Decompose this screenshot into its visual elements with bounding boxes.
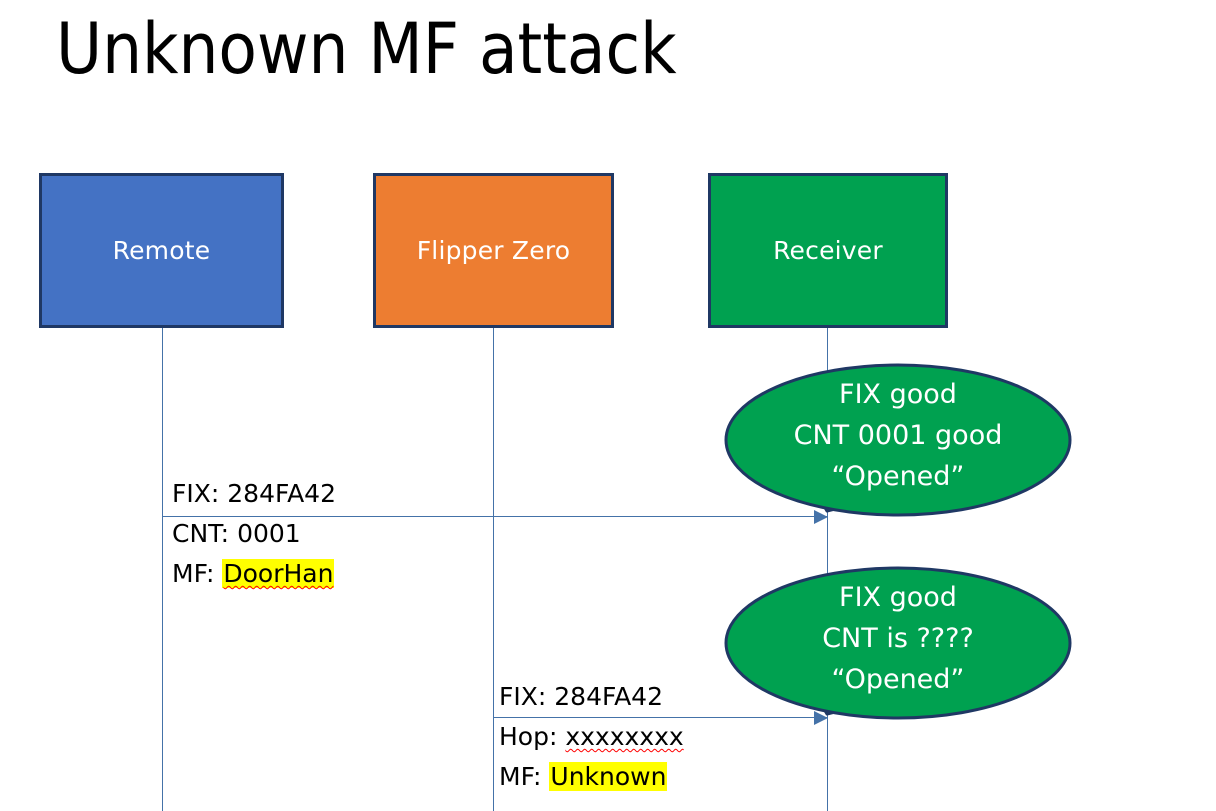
message-2-line-3-value: Unknown — [549, 762, 668, 791]
lifeline-flipper — [493, 328, 494, 811]
actor-box-receiver[interactable]: Receiver — [708, 173, 948, 328]
message-2-line-2: Hop: xxxxxxxx — [499, 717, 684, 757]
message-arrow-2-shaft — [494, 717, 827, 718]
actor-label-flipper: Flipper Zero — [416, 236, 571, 265]
message-1-line-3-value: DoorHan — [222, 559, 335, 588]
message-2-line-2-value: xxxxxxxx — [565, 722, 684, 751]
message-2-line-2-label: Hop: — [499, 722, 558, 751]
message-arrow-1 — [163, 510, 828, 524]
message-1-line-2: CNT: 0001 — [172, 514, 336, 554]
message-1-line-3: MF: DoorHan — [172, 554, 336, 594]
actor-label-receiver: Receiver — [773, 236, 883, 265]
message-2-line-3: MF: Unknown — [499, 757, 684, 797]
message-1-line-1-label: FIX: — [172, 479, 220, 508]
message-2-line-3-label: MF: — [499, 762, 542, 791]
actor-box-flipper[interactable]: Flipper Zero — [373, 173, 614, 328]
message-arrow-2 — [494, 711, 828, 725]
message-2-line-1-label: FIX: — [499, 682, 547, 711]
message-arrow-2-head — [814, 711, 828, 725]
message-1-line-1: FIX: 284FA42 — [172, 474, 336, 514]
message-1-line-3-label: MF: — [172, 559, 215, 588]
speech-bubble-2-shape — [724, 566, 1072, 720]
message-1-line-2-value: 0001 — [237, 519, 301, 548]
actor-box-remote[interactable]: Remote — [39, 173, 284, 328]
page-title: Unknown MF attack — [56, 8, 677, 90]
speech-bubble-1[interactable]: FIX good CNT 0001 good “Opened” — [724, 363, 1072, 518]
message-1-line-2-label: CNT: — [172, 519, 230, 548]
speech-bubble-1-shape — [724, 363, 1072, 517]
lifeline-remote — [162, 328, 163, 811]
message-1-line-1-value: 284FA42 — [227, 479, 336, 508]
message-arrow-1-head — [814, 510, 828, 524]
message-arrow-1-shaft — [163, 516, 827, 517]
speech-bubble-2[interactable]: FIX good CNT is ???? “Opened” — [724, 566, 1072, 721]
lifeline-receiver — [827, 328, 828, 811]
actor-label-remote: Remote — [112, 236, 211, 265]
message-label-1: FIX: 284FA42 CNT: 0001 MF: DoorHan — [172, 474, 336, 594]
message-label-2: FIX: 284FA42 Hop: xxxxxxxx MF: Unknown — [499, 677, 684, 797]
message-2-line-1-value: 284FA42 — [554, 682, 663, 711]
message-2-line-1: FIX: 284FA42 — [499, 677, 684, 717]
